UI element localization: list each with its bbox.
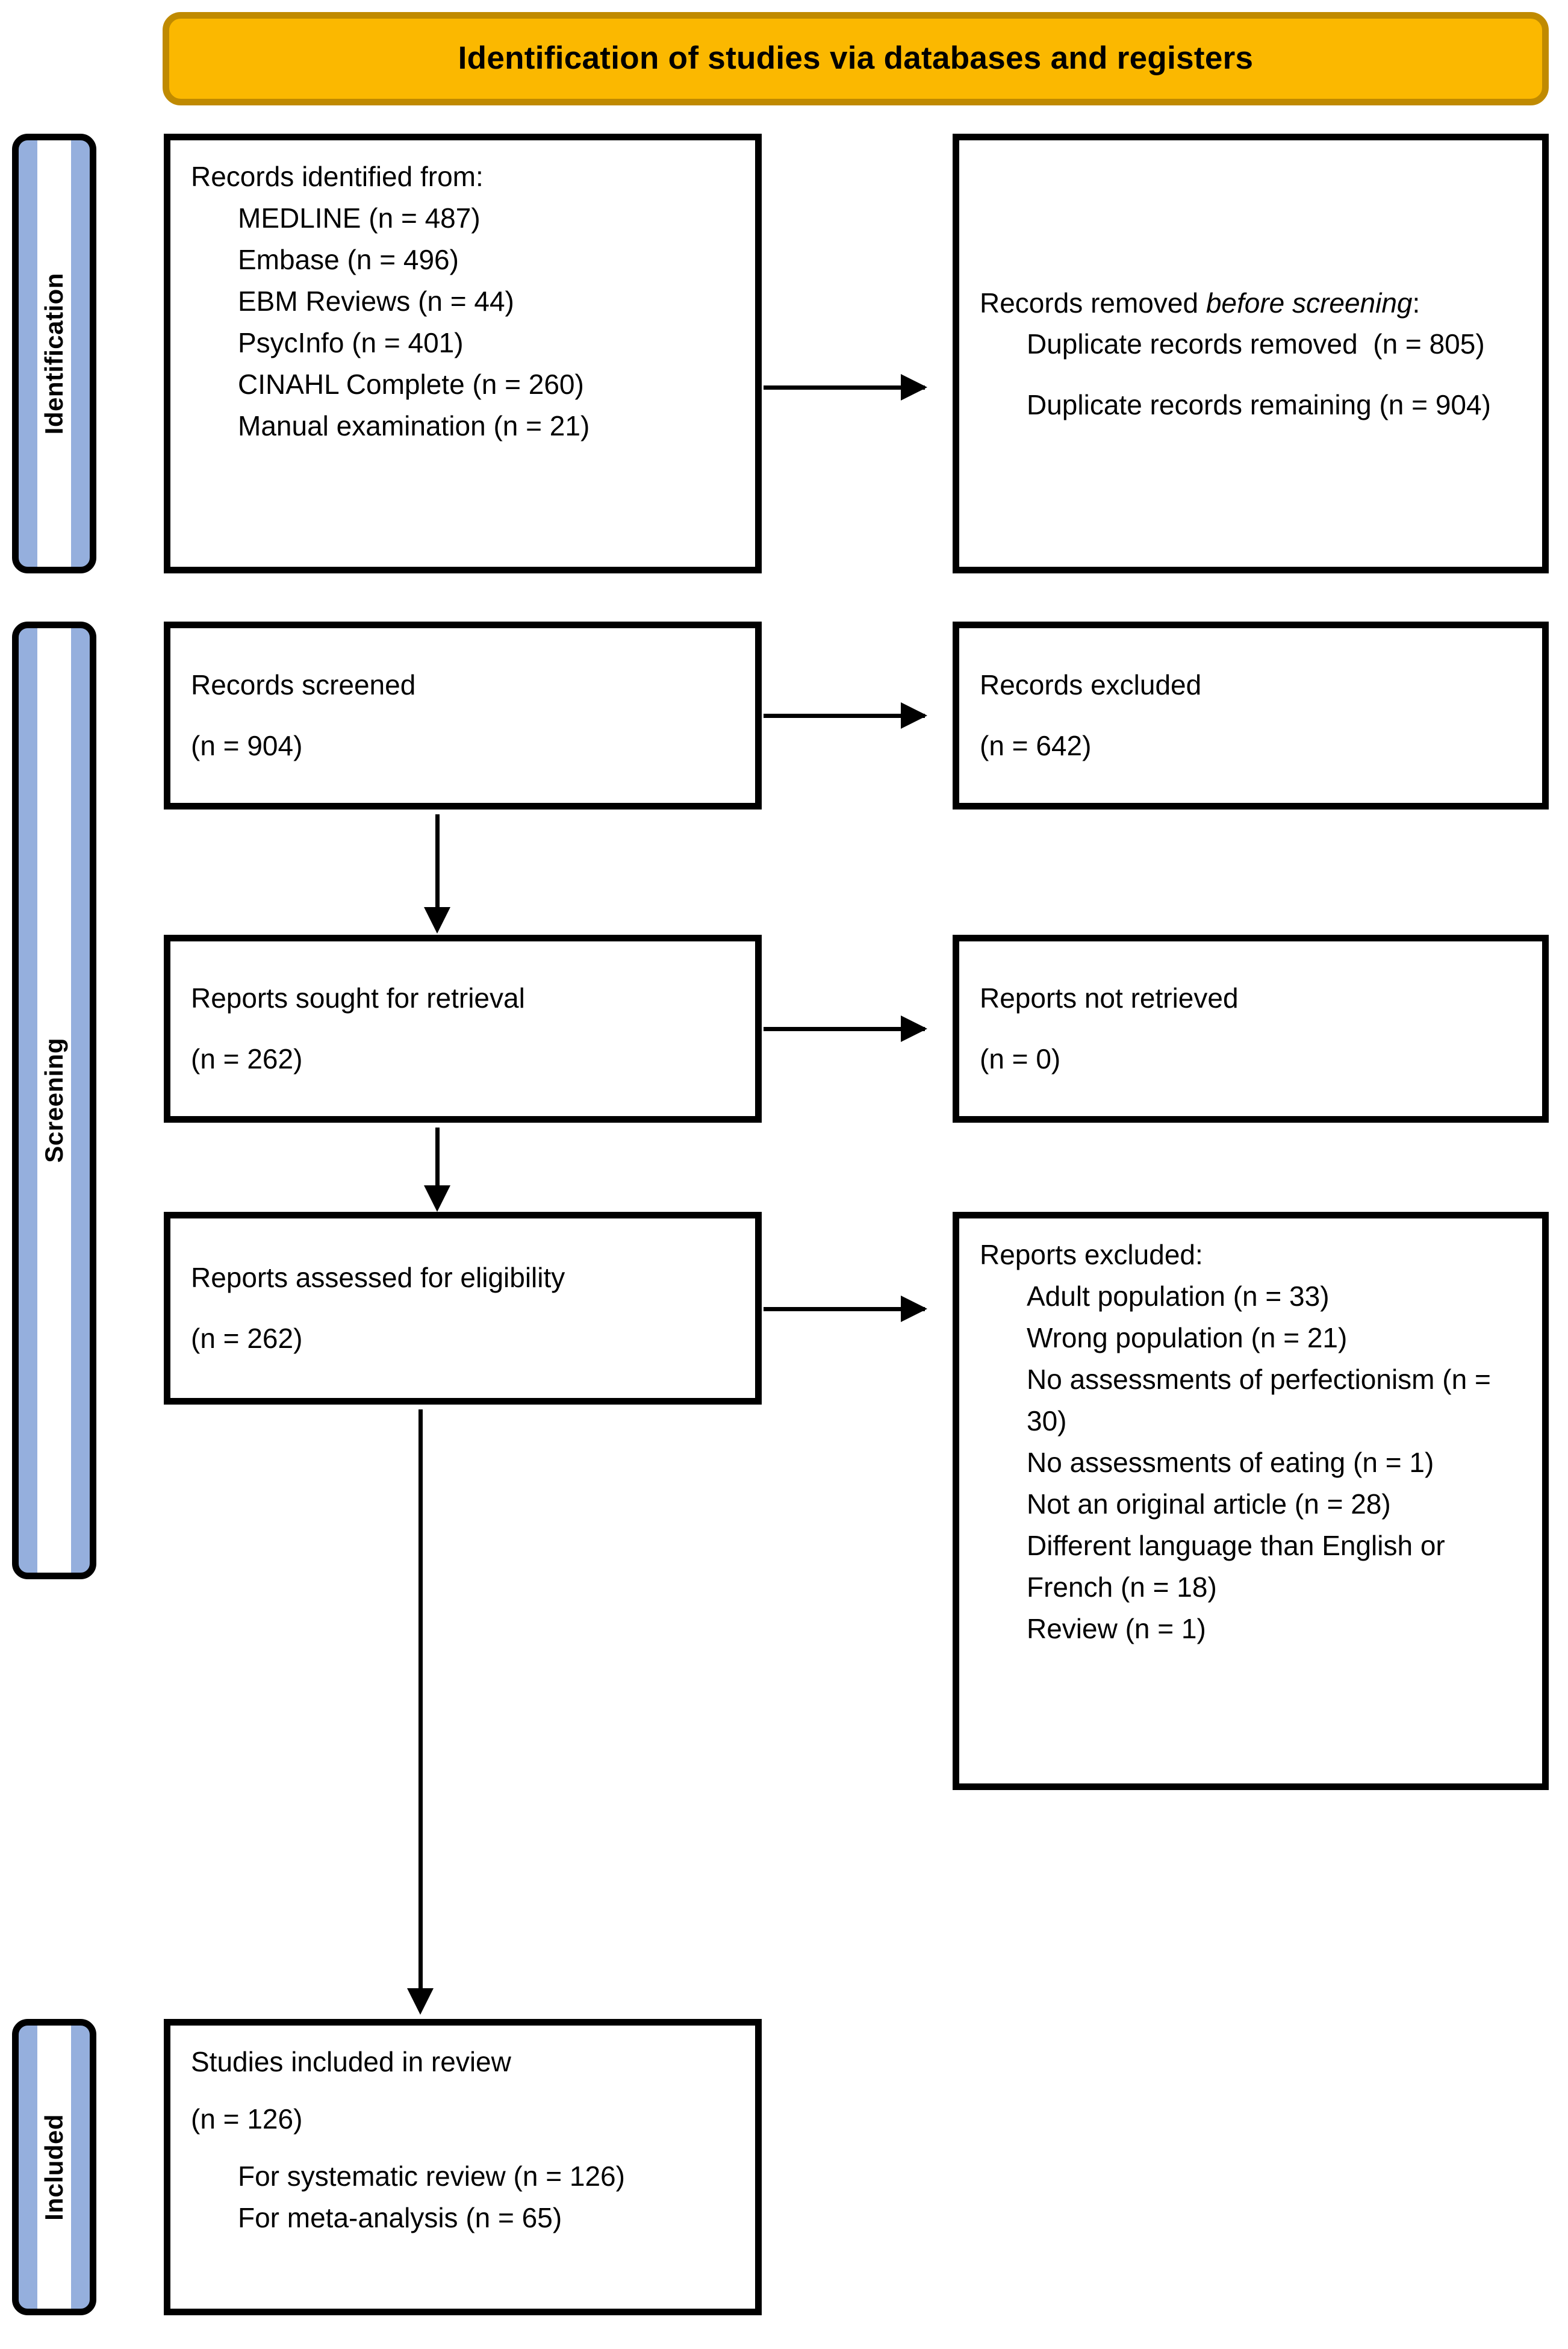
stage-label-text-screening: Screening	[40, 1038, 68, 1163]
box-label: Records excluded	[980, 669, 1202, 701]
source-manual-examination: Manual examination (n = 21)	[238, 410, 590, 441]
stage-label-text-included: Included	[40, 2113, 68, 2221]
heading-prefix: Records removed	[980, 287, 1206, 319]
box-reports-sought-for-retrieval: Reports sought for retrieval (n = 262)	[164, 935, 762, 1123]
box-records-identified: Records identified from: MEDLINE (n = 48…	[164, 134, 762, 573]
box-heading: Records removed before screening:	[980, 282, 1522, 324]
exclusion-not-original-article: Not an original article (n = 28)	[1027, 1488, 1391, 1520]
box-studies-included-in-review: Studies included in review (n = 126) For…	[164, 2019, 762, 2315]
diagram-title-banner: Identification of studies via databases …	[163, 12, 1549, 105]
stage-label-text-identification: Identification	[40, 272, 68, 435]
heading-italic: before screening	[1206, 287, 1413, 319]
box-count: (n = 642)	[980, 730, 1092, 761]
box-records-screened: Records screened (n = 904)	[164, 622, 762, 810]
box-label: Reports sought for retrieval	[191, 982, 525, 1014]
box-records-removed-before-screening: Records removed before screening: Duplic…	[953, 134, 1549, 573]
exclusion-no-assessments-perfectionism: No assessments of perfectionism (n = 30)	[1027, 1364, 1499, 1437]
stage-inner-strip: Identification	[37, 140, 71, 567]
box-count: (n = 904)	[191, 730, 303, 761]
arrow-screened-to-sought	[424, 814, 450, 934]
source-ebm-reviews: EBM Reviews (n = 44)	[238, 285, 514, 317]
stage-inner-strip: Included	[37, 2026, 71, 2309]
source-medline: MEDLINE (n = 487)	[238, 202, 481, 234]
source-embase: Embase (n = 496)	[238, 244, 459, 275]
included-for-systematic-review: For systematic review (n = 126)	[238, 2160, 625, 2192]
duplicate-records-remaining: Duplicate records remaining (n = 904)	[1027, 388, 1491, 420]
box-reports-not-retrieved: Reports not retrieved (n = 0)	[953, 935, 1549, 1123]
stage-label-screening: Screening	[12, 622, 96, 1579]
arrow-eligibility-to-included	[407, 1409, 434, 2015]
box-count: (n = 126)	[191, 2103, 303, 2135]
box-label: Studies included in review	[191, 2046, 511, 2077]
box-label: Reports not retrieved	[980, 982, 1239, 1014]
box-heading: Reports excluded:	[980, 1239, 1203, 1270]
box-label: Reports assessed for eligibility	[191, 1262, 565, 1294]
stage-label-included: Included	[12, 2019, 96, 2315]
exclusion-adult-population: Adult population (n = 33)	[1027, 1281, 1330, 1312]
stage-label-identification: Identification	[12, 134, 96, 573]
box-count: (n = 262)	[191, 1043, 303, 1075]
diagram-title-text: Identification of studies via databases …	[458, 40, 1254, 76]
box-count: (n = 262)	[191, 1323, 303, 1354]
included-for-meta-analysis: For meta-analysis (n = 65)	[238, 2202, 562, 2233]
arrow-identified-to-removed	[764, 374, 927, 401]
source-cinahl-complete: CINAHL Complete (n = 260)	[238, 369, 584, 400]
box-reports-assessed-for-eligibility: Reports assessed for eligibility (n = 26…	[164, 1212, 762, 1405]
exclusion-wrong-population: Wrong population (n = 21)	[1027, 1322, 1348, 1353]
arrow-sought-to-not-retrieved	[764, 1015, 927, 1042]
box-label: Records screened	[191, 669, 416, 701]
exclusion-different-language: Different language than English or Frenc…	[1027, 1530, 1453, 1603]
arrow-sought-to-eligibility	[424, 1128, 450, 1212]
source-psycinfo: PsycInfo (n = 401)	[238, 327, 464, 358]
box-count: (n = 0)	[980, 1043, 1061, 1075]
heading-suffix: :	[1412, 287, 1420, 319]
exclusion-no-assessments-eating: No assessments of eating (n = 1)	[1027, 1447, 1434, 1478]
box-records-excluded: Records excluded (n = 642)	[953, 622, 1549, 810]
arrow-eligibility-to-reports-excluded	[764, 1296, 927, 1322]
exclusion-review: Review (n = 1)	[1027, 1613, 1206, 1644]
arrow-screened-to-excluded	[764, 702, 927, 729]
box-heading: Records identified from:	[191, 161, 484, 192]
box-reports-excluded: Reports excluded: Adult population (n = …	[953, 1212, 1549, 1790]
duplicate-records-removed: Duplicate records removed (n = 805)	[1027, 328, 1485, 360]
stage-inner-strip: Screening	[37, 628, 71, 1573]
